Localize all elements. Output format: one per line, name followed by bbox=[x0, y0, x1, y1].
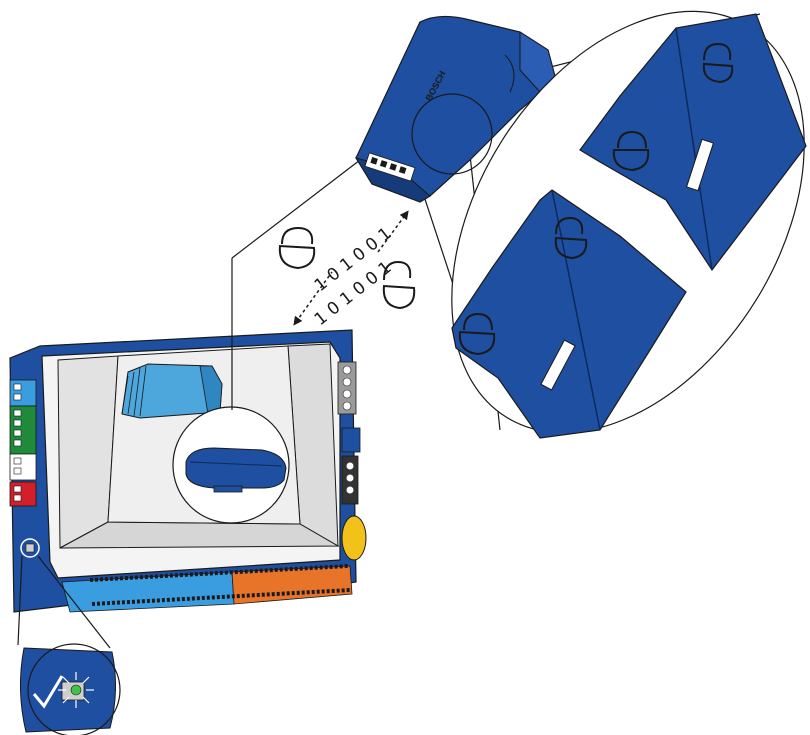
module-closeup bbox=[186, 448, 286, 492]
lock-closed-icon bbox=[280, 228, 314, 268]
control-panel bbox=[10, 330, 366, 612]
green-led bbox=[71, 685, 81, 695]
battery-cell bbox=[342, 516, 366, 560]
led-zoom-inset bbox=[20, 644, 120, 735]
zoom-line-module-2 bbox=[232, 160, 360, 258]
data-exchange: 1 0 1 0 0 1 1 0 1 0 0 1 bbox=[280, 214, 414, 330]
terminal-blocks-left bbox=[10, 380, 36, 506]
module-in-panel bbox=[122, 364, 222, 418]
